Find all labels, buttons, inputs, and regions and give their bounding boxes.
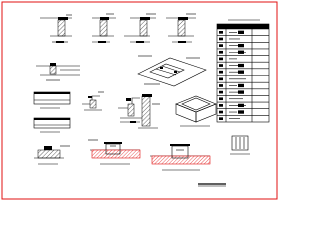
section-rectangle-2: [33, 117, 71, 133]
legend-mark: [238, 90, 244, 94]
legend-mark: [238, 103, 244, 108]
detail-iso-box: [175, 95, 217, 127]
legend-symbol: [219, 110, 223, 114]
sheet-border: [1, 1, 278, 200]
legend-symbol: [219, 64, 223, 67]
section-rectangle-1: [33, 91, 71, 109]
detail-4-top-right: [166, 13, 196, 43]
detail-wall-center: [138, 94, 160, 129]
legend-mark: [238, 50, 244, 54]
detail-3-top: [124, 13, 156, 43]
legend-symbol: [219, 50, 223, 54]
legend-mark: [238, 43, 244, 48]
legend-rows: [217, 28, 269, 121]
detail-bottom-3: [150, 144, 211, 171]
cad-drawing-sheet: [1, 1, 278, 200]
legend-symbol: [219, 90, 223, 94]
detail-step-2: [118, 97, 146, 123]
legend-mark: [238, 30, 244, 34]
detail-bottom-2: [88, 139, 141, 165]
legend-mark: [238, 83, 244, 88]
legend-symbol: [219, 57, 223, 61]
detail-bottom-1: [34, 145, 70, 165]
legend-symbol: [219, 84, 223, 87]
legend-symbol: [219, 117, 223, 121]
detail-mid-left: [36, 63, 80, 81]
legend-symbol: [219, 70, 223, 74]
legend-symbol: [219, 97, 223, 101]
legend-mark: [238, 63, 244, 68]
detail-step-1: [82, 91, 104, 111]
legend-table: [216, 19, 270, 123]
detail-grate: [230, 135, 250, 155]
detail-1-top-left: [40, 14, 72, 43]
detail-iso-plate: [137, 55, 207, 87]
title-block: [198, 183, 226, 187]
legend-symbol: [219, 30, 223, 34]
legend-symbol: [219, 37, 223, 41]
detail-2-top: [92, 13, 116, 43]
legend-mark: [238, 110, 244, 114]
legend-symbol: [219, 104, 223, 107]
legend-symbol: [219, 44, 223, 47]
legend-mark: [238, 70, 244, 74]
legend-symbol: [219, 77, 223, 81]
